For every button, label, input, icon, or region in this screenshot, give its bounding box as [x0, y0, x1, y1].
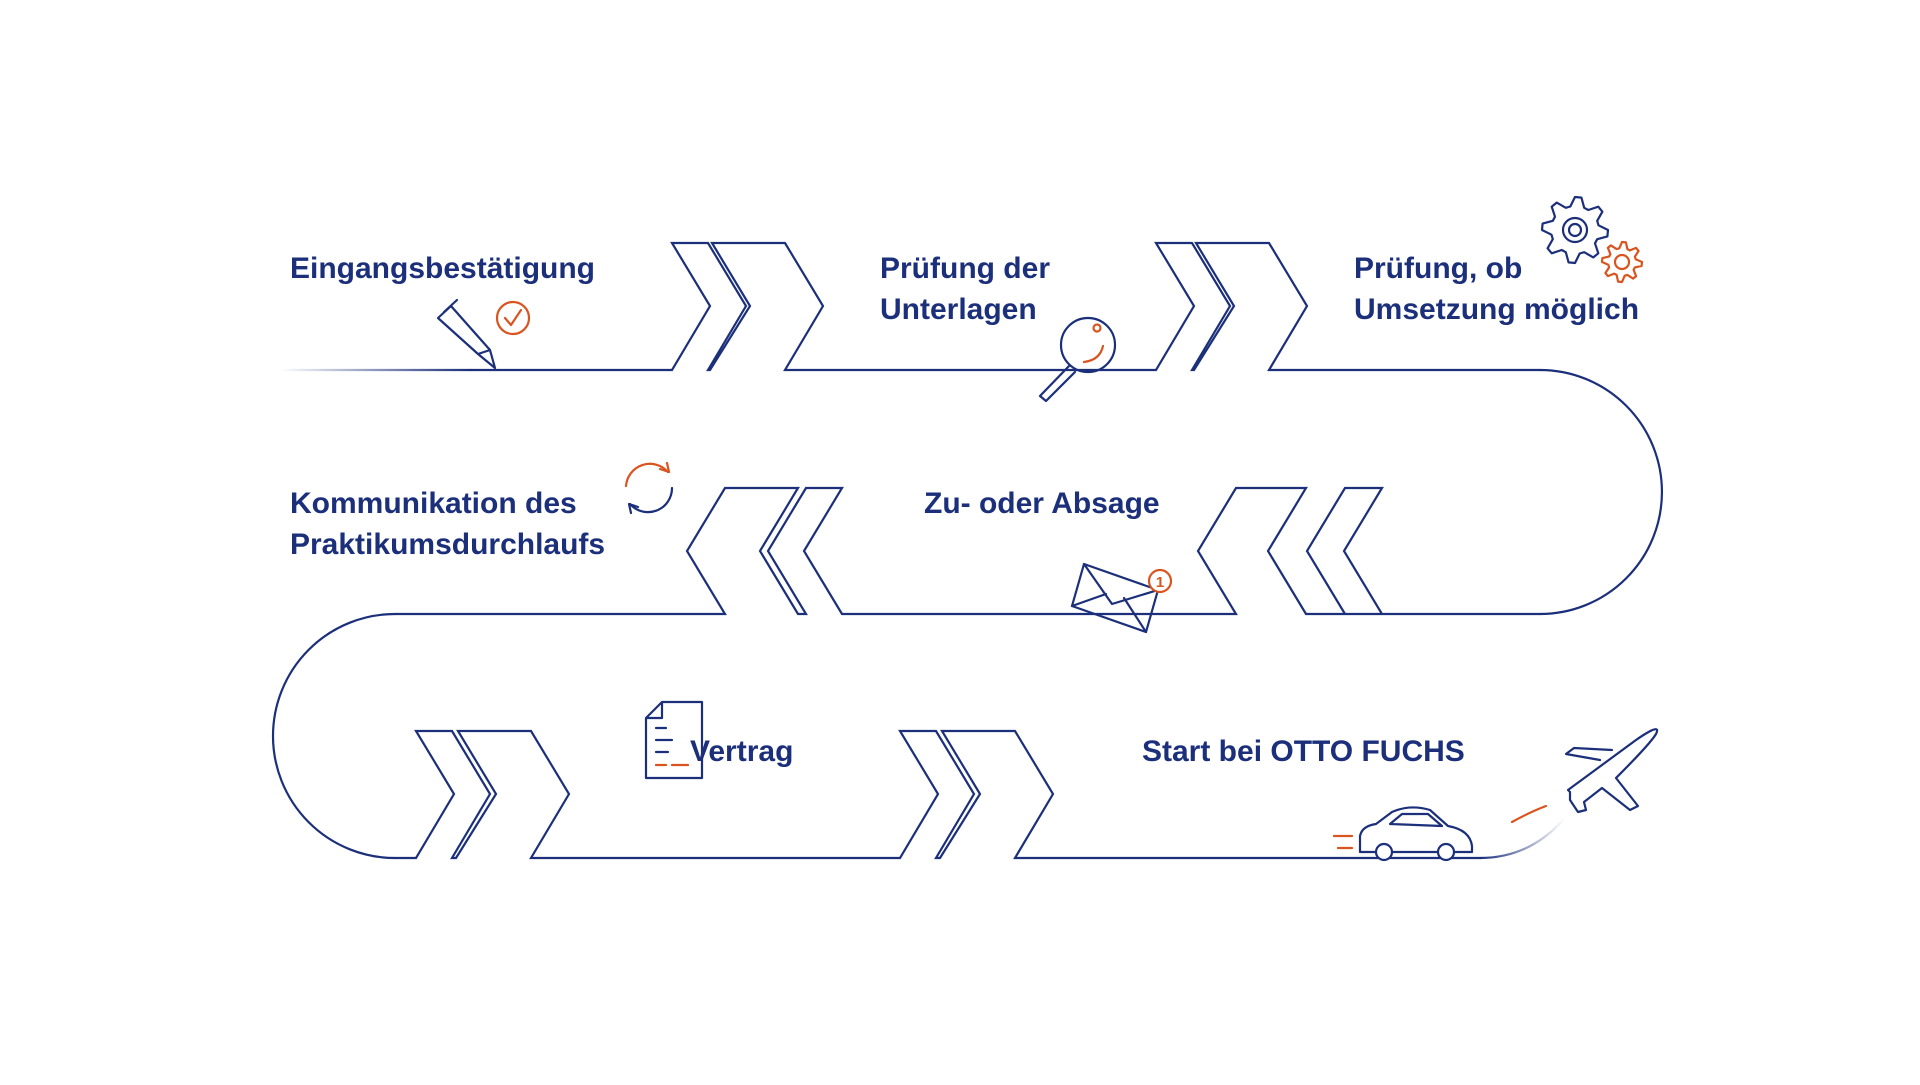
step-label-2-line-1: Prüfung der	[880, 252, 1050, 285]
path-row-2	[393, 486, 1542, 616]
path-turn-left	[271, 612, 397, 860]
path-row-3	[393, 729, 1482, 860]
step-label-5-line-1: Kommunikation des	[290, 487, 577, 520]
pencil-check-icon	[436, 298, 531, 370]
step-label-7-line-1: Start bei OTTO FUCHS	[1142, 735, 1465, 768]
magnifier-icon	[1038, 316, 1117, 403]
step-label-4: Zu- oder Absage	[924, 487, 1160, 520]
step-label-6: Vertrag	[690, 735, 793, 768]
car-airplane-icon	[1332, 728, 1659, 862]
step-label-3: Prüfung, ob Umsetzung möglich	[1354, 252, 1639, 326]
step-label-7: Start bei OTTO FUCHS	[1142, 735, 1465, 768]
path-end-curve	[1478, 816, 1567, 860]
step-label-1-line-1: Eingangsbestätigung	[290, 252, 595, 285]
refresh-icon	[624, 461, 674, 515]
notification-badge-count: 1	[1156, 574, 1164, 591]
step-label-4-line-1: Zu- oder Absage	[924, 487, 1160, 520]
step-label-1: Eingangsbestätigung	[290, 252, 595, 285]
path-row-1	[468, 241, 1542, 372]
step-label-2-line-2: Unterlagen	[880, 293, 1037, 326]
path-turn-right	[1538, 368, 1664, 616]
step-label-5-line-2: Praktikumsdurchlaufs	[290, 528, 605, 561]
gears-icon	[1540, 195, 1644, 284]
step-label-6-line-1: Vertrag	[690, 735, 793, 768]
step-label-3-line-2: Umsetzung möglich	[1354, 293, 1639, 326]
step-label-3-line-1: Prüfung, ob	[1354, 252, 1522, 285]
document-icon	[644, 700, 704, 780]
envelope-notification-icon: 1	[1070, 562, 1173, 634]
